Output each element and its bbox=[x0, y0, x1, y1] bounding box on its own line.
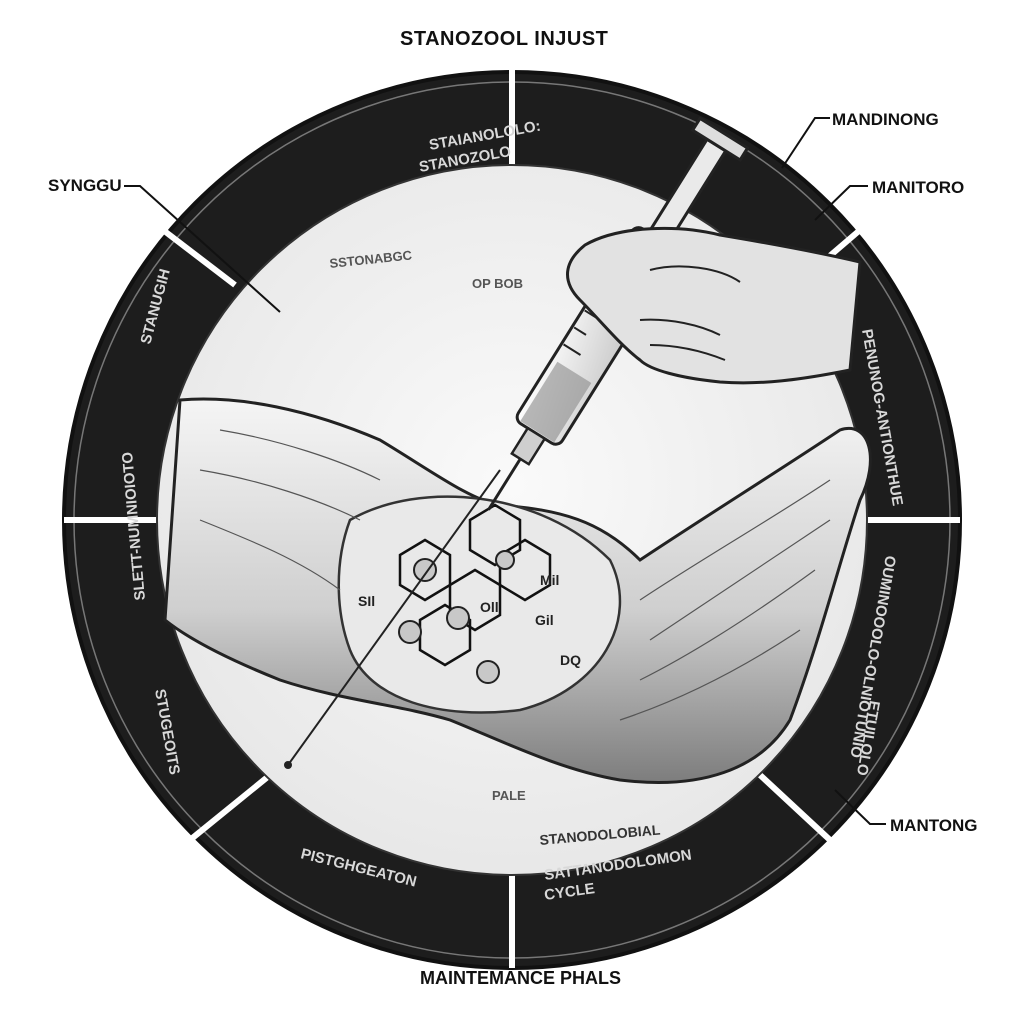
leader-right-lower bbox=[834, 789, 886, 825]
molecule-labels: SIl Oll Mil Gil DQ bbox=[358, 572, 581, 668]
callout-right-upper-label: MANITORO bbox=[872, 178, 965, 197]
molecule-label-5: DQ bbox=[560, 652, 581, 668]
molecule-label-3: Mil bbox=[540, 572, 559, 588]
finger-line-1 bbox=[639, 318, 721, 336]
callout-top-right-label: MANDINONG bbox=[832, 110, 939, 129]
atom-1 bbox=[413, 558, 437, 582]
divider-upper-left bbox=[148, 217, 237, 288]
molecule-ring-4 bbox=[468, 503, 522, 567]
molecule-ring-3 bbox=[498, 538, 552, 602]
leader-left bbox=[124, 185, 281, 313]
molecule-label-4: Gil bbox=[535, 612, 554, 628]
syringe-needle bbox=[487, 458, 522, 511]
callout-left-label: SYNGGU bbox=[48, 176, 122, 195]
divider-lower-left bbox=[188, 772, 272, 843]
molecule-label-2: Oll bbox=[480, 599, 499, 615]
atom-5 bbox=[495, 550, 515, 570]
molecule-label-1: SIl bbox=[358, 593, 375, 609]
inner-upper-center-label: OP BOB bbox=[472, 276, 523, 291]
finger-line-2 bbox=[649, 344, 726, 361]
syringe-fluid bbox=[520, 361, 592, 443]
callout-leaders bbox=[124, 117, 886, 825]
injection-path-line bbox=[287, 469, 501, 766]
hand-illustration bbox=[566, 226, 862, 385]
atom-4 bbox=[476, 660, 500, 684]
injection-path-dot bbox=[284, 761, 292, 769]
molecule-ring-5 bbox=[418, 603, 472, 667]
inner-lower-center-label: PALE bbox=[492, 788, 526, 803]
atom-3 bbox=[398, 620, 422, 644]
hand-shape bbox=[566, 226, 862, 385]
thumb-line bbox=[649, 265, 741, 283]
muscle-lines bbox=[199, 429, 831, 721]
molecule-atoms bbox=[398, 550, 515, 684]
divider-lower-right bbox=[757, 772, 833, 843]
diagram-footer: MAINTEMANCE PHALS bbox=[420, 968, 621, 988]
syringe-plunger-head bbox=[690, 116, 750, 162]
ring-bottom-right-label-2: CYCLE bbox=[543, 880, 596, 904]
diagram-title: STANOZOOL INJUST bbox=[400, 28, 609, 50]
atom-2 bbox=[446, 606, 470, 630]
leader-top-right bbox=[781, 117, 830, 169]
leader-right-upper bbox=[814, 185, 868, 221]
callout-right-lower-label: MANTONG bbox=[890, 816, 978, 835]
